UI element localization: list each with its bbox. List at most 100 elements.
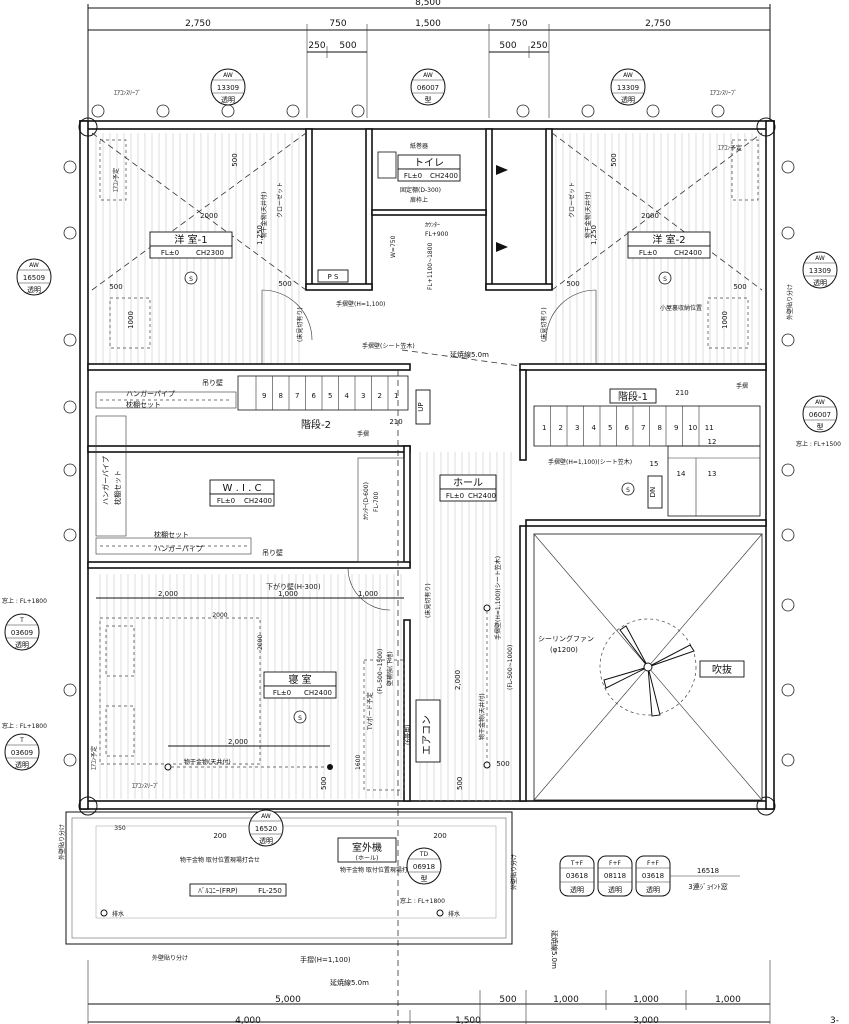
drying-rack-1: 物干金物(天井付) xyxy=(260,192,268,239)
shelf-set-1: 枕棚セット xyxy=(126,400,161,409)
window-code: 03609 xyxy=(11,749,33,757)
stair-1-step: 1 xyxy=(542,424,546,432)
dim-350: 350 xyxy=(114,825,126,832)
handrail-label-2: 手摺 xyxy=(357,430,369,438)
balcony-fl: FL-250 xyxy=(258,887,282,895)
dim-w750: W=750 xyxy=(390,235,397,258)
window-fl-3: 窓上 : FL+1800 xyxy=(400,897,445,905)
svg-text:S: S xyxy=(189,276,193,283)
fixed-shelf: 固定棚(D-300) xyxy=(400,186,441,194)
dim-2000-bed-v: 2000 xyxy=(257,635,264,650)
room-ch-yoshitsu-1: CH2300 xyxy=(196,249,224,257)
joint-h1: T+F xyxy=(570,860,584,867)
stair-2-step: 2 xyxy=(378,392,382,400)
window-type: T xyxy=(19,617,24,624)
stair-2-step: 1 xyxy=(394,392,398,400)
stair-1-step: 14 xyxy=(677,470,686,478)
bottom-dimensions: 5,000 500 1,000 1,000 1,000 4,000 1,500 … xyxy=(87,960,839,1024)
window-fl-2: 窓上 : FL+1800 xyxy=(2,722,47,730)
balcony: ﾊﾞﾙｺﾆｰ(FRP) FL-250 室外機 (ホール) 物干金物 取付位置現場… xyxy=(58,90,794,987)
stair-1-step: 11 xyxy=(705,424,714,432)
dim-top-8: 500 xyxy=(499,41,516,51)
outer-wall-split-2: 外壁貼り分け xyxy=(58,824,66,860)
aircon-planned-bed: ｴｱｺﾝ予定 xyxy=(90,746,98,770)
joint-s1: 透明 xyxy=(570,886,584,894)
hanger-pipe-1: ハンガーパイプ xyxy=(126,389,175,398)
window-spec: 透明 xyxy=(621,96,635,104)
stair-1-step: 4 xyxy=(592,424,597,432)
hanging-wall-2: 吊り壁 xyxy=(262,548,283,557)
dim-top-3: 1,500 xyxy=(415,19,441,29)
joint-window: T+F F+F F+F 03618 08118 03618 透明 透明 透明 1… xyxy=(559,855,740,897)
stair-1-label: 階段-1 xyxy=(618,390,648,403)
dim-bot-1: 5,000 xyxy=(275,995,301,1005)
dim-2000-hall: 2,000 xyxy=(454,670,462,690)
room-name-yoshitsu-1: 洋 室-1 xyxy=(174,233,207,246)
dim-500-hall: 500 xyxy=(456,777,464,790)
window-type: T xyxy=(19,737,24,744)
outer-wall-split-4: 外壁貼り分け xyxy=(786,284,794,320)
window-spec: 型 xyxy=(425,95,432,104)
dim-top-1: 2,750 xyxy=(185,19,211,29)
interior-walls xyxy=(87,128,767,802)
window-fl-right: 窓上 : FL+1500 xyxy=(796,440,841,448)
hanging-wall-1: 吊り壁 xyxy=(202,378,223,387)
window-code: 06007 xyxy=(417,84,439,92)
dim-1000-bed2: 1,000 xyxy=(358,590,378,598)
room-name-toilet: トイレ xyxy=(414,158,444,169)
room-name-wic: W . I . C xyxy=(223,483,262,494)
window-type: AW xyxy=(423,72,433,79)
dim-top-7: 500 xyxy=(339,41,356,51)
dim-200-b: 200 xyxy=(433,832,446,840)
drain-1: 排水 xyxy=(112,910,124,918)
stair-1-step: 5 xyxy=(608,424,612,432)
window-type: AW xyxy=(623,72,633,79)
drying-rack-balc-2: 物干金物 取付位置現場打合せ xyxy=(340,866,420,874)
room-ch-hall: CH2400 xyxy=(468,492,496,500)
aircon-note: (6畳用) xyxy=(405,725,412,746)
dim-2000-top: 2000 xyxy=(200,212,218,220)
hall: ホール FL±0 CH2400 S 延焼線5.0m 手摺壁(H=1,100) 手… xyxy=(296,300,748,1024)
fl-range: (FL-500~1000) xyxy=(507,645,514,690)
stair-2-step: 7 xyxy=(295,392,299,400)
joint-h3: F+F xyxy=(647,860,659,867)
stair-1-step: 9 xyxy=(674,424,678,432)
svg-text:S: S xyxy=(663,276,667,283)
window-code: 13309 xyxy=(809,267,831,275)
dim-bot-8: 3,000 xyxy=(633,1016,659,1024)
stair-2-step: 8 xyxy=(279,392,283,400)
stair-1-note: 210 xyxy=(675,389,688,397)
room-fl-toilet: FL±0 xyxy=(404,172,422,180)
room-yoshitsu-1: 洋 室-1 FL±0 CH2300 S 2000 1,250 500 500 5… xyxy=(91,132,313,364)
tv-wall: 壁補強(下地) xyxy=(386,651,394,686)
joint-h2: F+F xyxy=(609,860,621,867)
stair-1-step: 15 xyxy=(650,460,659,468)
room-name-bedroom: 寝 室 xyxy=(288,673,311,686)
joint-name: 3連ｼﾞｮｲﾝﾄ窓 xyxy=(688,882,727,891)
dim-2000-top-2: 2000 xyxy=(641,212,659,220)
counter-small: ｶｳﾝﾀｰ xyxy=(425,222,440,229)
handrail-label: 手摺 xyxy=(736,382,748,390)
stair-1-step: 2 xyxy=(559,424,563,432)
drain-2: 排水 xyxy=(448,910,460,918)
shelf-note: 扉枠上 xyxy=(410,196,428,204)
window-type: TD xyxy=(419,851,429,858)
atrium: シーリングファン (φ1200) 吹抜 xyxy=(533,533,763,801)
joint-c3: 03618 xyxy=(642,872,664,880)
window-spec: 透明 xyxy=(15,641,29,649)
fan-label: シーリングファン xyxy=(538,634,594,643)
window-code: 16520 xyxy=(255,825,277,833)
outdoor-unit: 室外機 xyxy=(352,841,382,854)
dim-top-9: 250 xyxy=(530,41,547,51)
outer-walls xyxy=(78,117,776,816)
dim-500-a: 500 xyxy=(231,153,239,166)
window-code: 06918 xyxy=(413,863,435,871)
window-code: 06007 xyxy=(809,411,831,419)
stair-2-note: 210 xyxy=(389,418,402,426)
dim-500-bed: 500 xyxy=(320,777,328,790)
window-spec: 透明 xyxy=(27,286,41,294)
